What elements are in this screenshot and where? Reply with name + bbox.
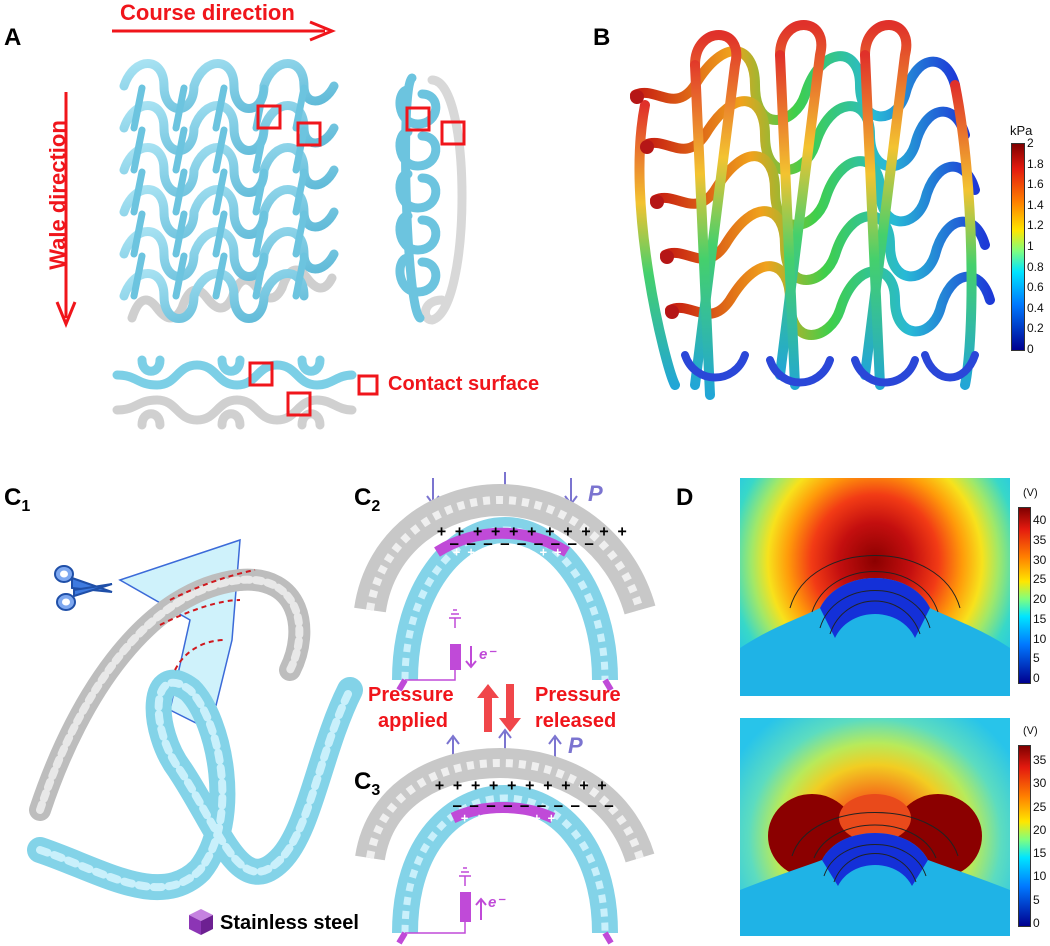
pressure-applied-line2: applied xyxy=(378,710,449,732)
colorbar-tick-label: 40 xyxy=(1033,513,1047,527)
colorbar-tick-label: 15 xyxy=(1033,846,1047,861)
contact-surface-label: Contact surface xyxy=(388,373,540,395)
svg-text:– – – – – – – – – –: – – – – – – – – – – xyxy=(453,798,614,814)
svg-text:+ + + + + + + + + + +: + + + + + + + + + + + xyxy=(437,522,627,540)
pressure-applied-line1: Pressure xyxy=(368,684,454,706)
potential-map-released-geometry xyxy=(740,794,1010,936)
bottom-voltage-colorbar xyxy=(1018,745,1031,927)
contact-state-released: + + + + + + + + + + – – – – – – – – – – … xyxy=(355,728,655,945)
top-voltage-colorbar xyxy=(1018,507,1031,684)
svg-text:+ + + + + + + +: + + + + + + + + xyxy=(453,545,561,559)
potential-map-pressed-geometry xyxy=(740,555,1010,696)
bottom-voltage-colorbar-unit: (V) xyxy=(1023,725,1038,737)
stainless-steel-cube-icon xyxy=(189,909,213,935)
pressure-distribution-3d-knit xyxy=(630,20,995,400)
panel-c1-label-sub: 1 xyxy=(21,497,31,515)
panel-c1-label: C1 xyxy=(4,484,30,516)
colorbar-tick-label: 1 xyxy=(1027,239,1034,253)
colorbar-tick-label: 25 xyxy=(1033,799,1047,814)
colorbar-tick-label: 20 xyxy=(1033,822,1047,837)
c2-pressure-symbol: P xyxy=(588,481,603,506)
knit-top-view xyxy=(112,355,357,430)
colorbar-tick-label: 15 xyxy=(1033,611,1047,626)
panel-d-label: D xyxy=(676,484,694,511)
knit-front-view xyxy=(119,59,339,323)
colorbar-tick-label: 0.6 xyxy=(1027,280,1044,295)
yarn-contact-3d-view xyxy=(27,538,363,901)
colorbar-tick-label: 30 xyxy=(1033,552,1047,567)
c3-pressure-symbol: P xyxy=(568,733,583,758)
svg-text:– – – – – – – – –: – – – – – – – – – xyxy=(450,536,594,552)
colorbar-tick-label: 20 xyxy=(1033,592,1047,606)
colorbar-tick-label: 35 xyxy=(1033,532,1047,547)
colorbar-tick-label: 0 xyxy=(1027,342,1034,356)
wale-direction-arrow xyxy=(55,92,77,328)
svg-text:+ + + + + + + + + +: + + + + + + + + + + xyxy=(435,776,607,794)
colorbar-tick-label: 10 xyxy=(1033,631,1047,646)
colorbar-tick-label: 1.4 xyxy=(1027,197,1044,212)
colorbar-tick-label: 30 xyxy=(1033,776,1047,791)
panel-c2-label-letter: C xyxy=(354,484,372,511)
colorbar-tick-label: 1.6 xyxy=(1027,177,1044,192)
potential-map-pressed xyxy=(740,478,1010,696)
scissors-icon xyxy=(54,565,113,611)
contact-state-pressed: + + + + + + + + + + + – – – – – – – – – … xyxy=(354,472,656,692)
colorbar-tick-label: 25 xyxy=(1033,572,1047,587)
c3-electron-symbol: e⁻ xyxy=(488,894,505,911)
panel-c3-label-sub: 3 xyxy=(371,781,381,799)
pressure-colorbar-unit: kPa xyxy=(1010,123,1033,138)
colorbar-tick-label: 0.4 xyxy=(1027,300,1044,315)
pressure-released-line1: Pressure xyxy=(535,684,621,706)
colorbar-tick-label: 2 xyxy=(1027,136,1034,150)
colorbar-tick-label: 5 xyxy=(1033,651,1040,666)
colorbar-tick-label: 1.8 xyxy=(1027,156,1044,171)
course-direction-label: Course direction xyxy=(120,0,295,25)
colorbar-tick-label: 0 xyxy=(1033,671,1040,685)
c2-electron-symbol: e⁻ xyxy=(479,646,496,663)
panel-c3-label: C3 xyxy=(354,768,380,800)
panel-c2-label: C2 xyxy=(354,484,380,516)
colorbar-tick-label: 0.8 xyxy=(1027,259,1044,274)
pressure-colorbar xyxy=(1011,143,1025,351)
top-voltage-colorbar-unit: (V) xyxy=(1023,487,1038,499)
colorbar-tick-label: 0.2 xyxy=(1027,321,1044,336)
colorbar-tick-label: 1.2 xyxy=(1027,218,1044,233)
colorbar-tick-label: 10 xyxy=(1033,869,1047,884)
panel-a-label: A xyxy=(4,24,22,51)
pressure-released-line2: released xyxy=(535,710,617,732)
potential-map-released xyxy=(740,718,1010,936)
colorbar-tick-label: 0 xyxy=(1033,916,1040,930)
pressure-cycle-arrows xyxy=(477,684,521,732)
svg-text:+ + + + + + +: + + + + + + + xyxy=(461,811,555,825)
colorbar-tick-label: 5 xyxy=(1033,892,1040,907)
course-direction-arrow xyxy=(112,20,336,42)
panel-c1-label-letter: C xyxy=(4,484,22,511)
stainless-steel-label: Stainless steel xyxy=(220,912,359,934)
panel-c2-label-sub: 2 xyxy=(371,497,381,515)
panel-c3-label-letter: C xyxy=(354,768,372,795)
contact-surface-legend-box xyxy=(357,374,379,396)
colorbar-tick-label: 35 xyxy=(1033,753,1047,767)
panel-b-label: B xyxy=(593,24,611,51)
knit-side-view xyxy=(395,73,467,325)
